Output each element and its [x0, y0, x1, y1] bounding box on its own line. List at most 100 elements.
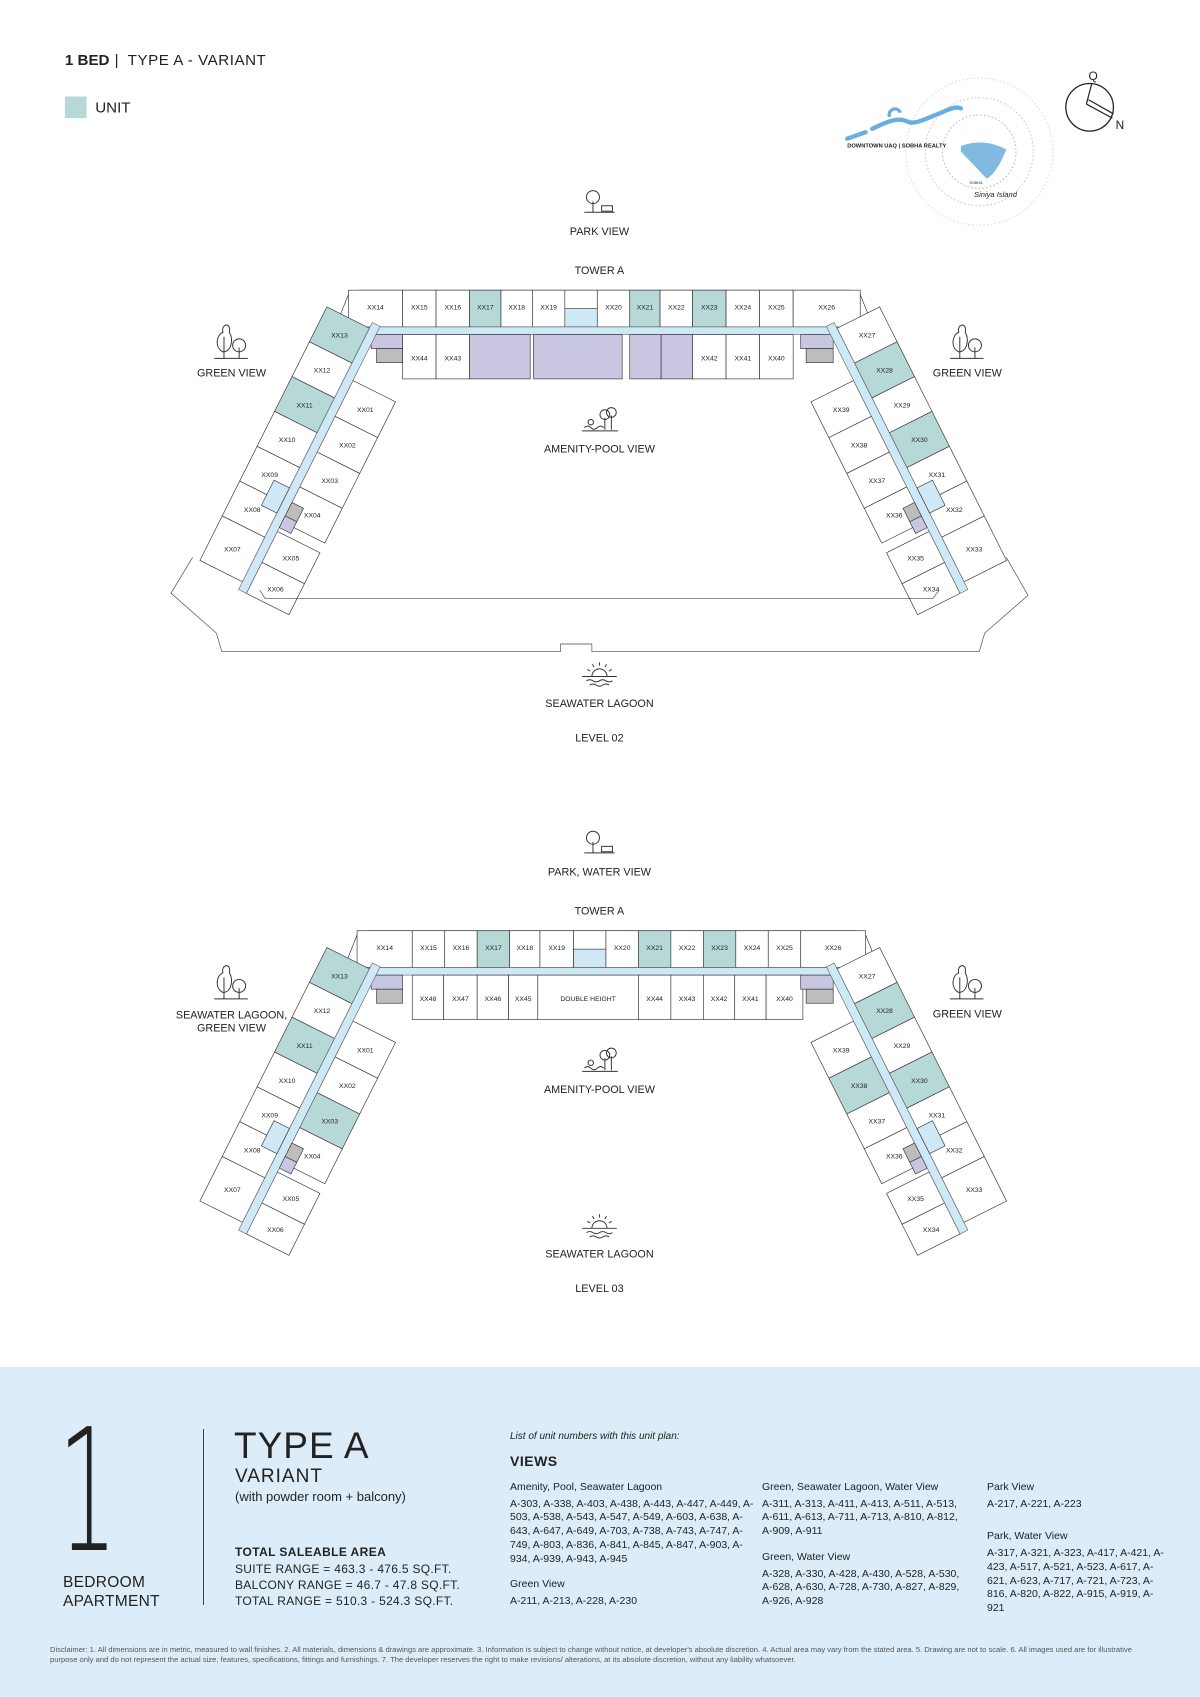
logo-sub: SOBHA [969, 181, 983, 185]
unit-label: XX10 [279, 437, 296, 444]
unit-xx24[interactable] [735, 930, 769, 968]
unit-xx44[interactable] [402, 334, 437, 380]
lift-lobby [260, 1120, 290, 1155]
tower-label: TOWER A [575, 906, 625, 918]
unit-xx48[interactable] [411, 974, 444, 1020]
unit-xx40[interactable] [759, 334, 794, 380]
bedroom-label-line2: APARTMENT [63, 1593, 160, 1610]
side-wing: XX13XX12XX11XX10XX09XX08XX07XX01XX02XX03… [199, 947, 396, 1256]
unit-label: XX39 [833, 1047, 850, 1054]
unit-label: XX37 [869, 478, 886, 485]
unit-xx14[interactable] [348, 289, 403, 328]
lift-lobby [260, 479, 290, 514]
left-view-label: SEAWATER LAGOON, [176, 1009, 287, 1021]
unit-label: XX06 [267, 586, 284, 593]
wing-corridor [238, 962, 381, 1235]
location-logo: DOWNTOWN UAQ | SOBHA REALTY SOBHA Siniya… [845, 77, 1054, 226]
unit-label: XX04 [304, 1153, 321, 1160]
unit-label: XX10 [279, 1078, 296, 1085]
disclaimer: Disclaimer: 1. All dimensions are in met… [50, 1645, 1132, 1664]
service-core [805, 348, 834, 363]
header-separator: | [115, 52, 119, 69]
unit-label: XX42 [701, 356, 718, 363]
unit-xx40[interactable] [765, 974, 804, 1020]
amenity-space [660, 334, 693, 380]
unit-label: XX21 [646, 945, 663, 952]
unit-xx21[interactable] [638, 930, 672, 968]
level-label: LEVEL 02 [575, 732, 623, 744]
unit-xx43[interactable] [670, 974, 704, 1020]
unit-type: TYPE A [234, 1425, 370, 1466]
unit-xx41[interactable] [734, 974, 767, 1020]
unit-label: XX14 [367, 305, 384, 312]
center-view-label: AMENITY-POOL VIEW [544, 1084, 656, 1096]
unit-xx23[interactable] [692, 289, 727, 328]
unit-label: XX40 [768, 356, 785, 363]
header-bed: 1 BED [65, 52, 110, 69]
bedroom-label-line1: BEDROOM [63, 1574, 146, 1591]
unit-label: XX43 [679, 996, 696, 1003]
legend-unit-swatch [64, 96, 87, 119]
unit-xx14[interactable] [356, 930, 413, 968]
wing-corridor [238, 322, 381, 594]
unit-xx42[interactable] [703, 974, 736, 1020]
left-view-label: GREEN VIEW [197, 368, 267, 380]
view-units: A-211, A-213, A-228, A-230 [510, 1594, 638, 1607]
unit-xx15[interactable] [411, 930, 446, 968]
unit-xx20[interactable] [596, 289, 631, 328]
wing-corridor [826, 962, 969, 1235]
unit-xx43[interactable] [435, 334, 470, 380]
unit-label: XX37 [869, 1118, 886, 1125]
unit-xx24[interactable] [725, 289, 760, 328]
unit-label: XX29 [894, 402, 911, 409]
unit-label: XX26 [818, 305, 835, 312]
unit-xx15[interactable] [402, 289, 437, 328]
unit-xx25[interactable] [759, 289, 794, 328]
unit-label: XX35 [907, 1196, 924, 1203]
right-view-label: GREEN VIEW [933, 368, 1003, 380]
unit-label: XX13 [331, 973, 348, 980]
unit-xx41[interactable] [725, 334, 760, 380]
unit-xx44[interactable] [638, 974, 672, 1020]
views-title: VIEWS [510, 1453, 558, 1469]
unit-label: XX47 [452, 996, 469, 1003]
lift-lobby [916, 1120, 946, 1155]
unit-xx45[interactable] [508, 974, 539, 1020]
divider [203, 1429, 204, 1605]
unit-label: XX23 [701, 305, 718, 312]
unit-label: XX46 [485, 996, 502, 1003]
unit-xx21[interactable] [629, 289, 661, 328]
view-heading: Park, Water View [987, 1530, 1068, 1543]
compass-q: Q [1089, 69, 1098, 83]
unit-xx25[interactable] [767, 930, 802, 968]
bedroom-count: 1 [58, 1393, 118, 1591]
unit-label: XX11 [296, 402, 312, 409]
unit-label: XX11 [296, 1043, 312, 1050]
bottom-view-label: SEAWATER LAGOON [545, 698, 653, 710]
bottom-view-label: SEAWATER LAGOON [545, 1249, 653, 1261]
unit-xx47[interactable] [443, 974, 478, 1020]
unit-label: XX38 [851, 443, 868, 450]
unit-xx17[interactable] [476, 930, 510, 968]
tree-icon [214, 324, 248, 359]
pool-icon [582, 407, 618, 432]
unit-xx19[interactable] [539, 930, 574, 968]
unit-xx46[interactable] [476, 974, 509, 1020]
stair [278, 515, 298, 534]
unit-label: XX33 [966, 547, 983, 554]
unit-xx20[interactable] [605, 930, 639, 968]
unit-xx26[interactable] [792, 289, 861, 328]
seawater-sunset-icon [582, 1214, 617, 1239]
unit-xx16[interactable] [444, 930, 478, 968]
unit-label: XX39 [833, 407, 850, 414]
unit-label: XX33 [966, 1187, 983, 1194]
unit-label: XX25 [768, 305, 785, 312]
unit-xx42[interactable] [692, 334, 727, 380]
corridor [363, 967, 838, 976]
view-units: A-311, A-313, A-411, A-413, A-511, A-513… [762, 1497, 958, 1538]
unit-label: XX27 [859, 973, 876, 980]
unit-label: XX20 [605, 305, 622, 312]
unit-xx18[interactable] [509, 930, 541, 968]
